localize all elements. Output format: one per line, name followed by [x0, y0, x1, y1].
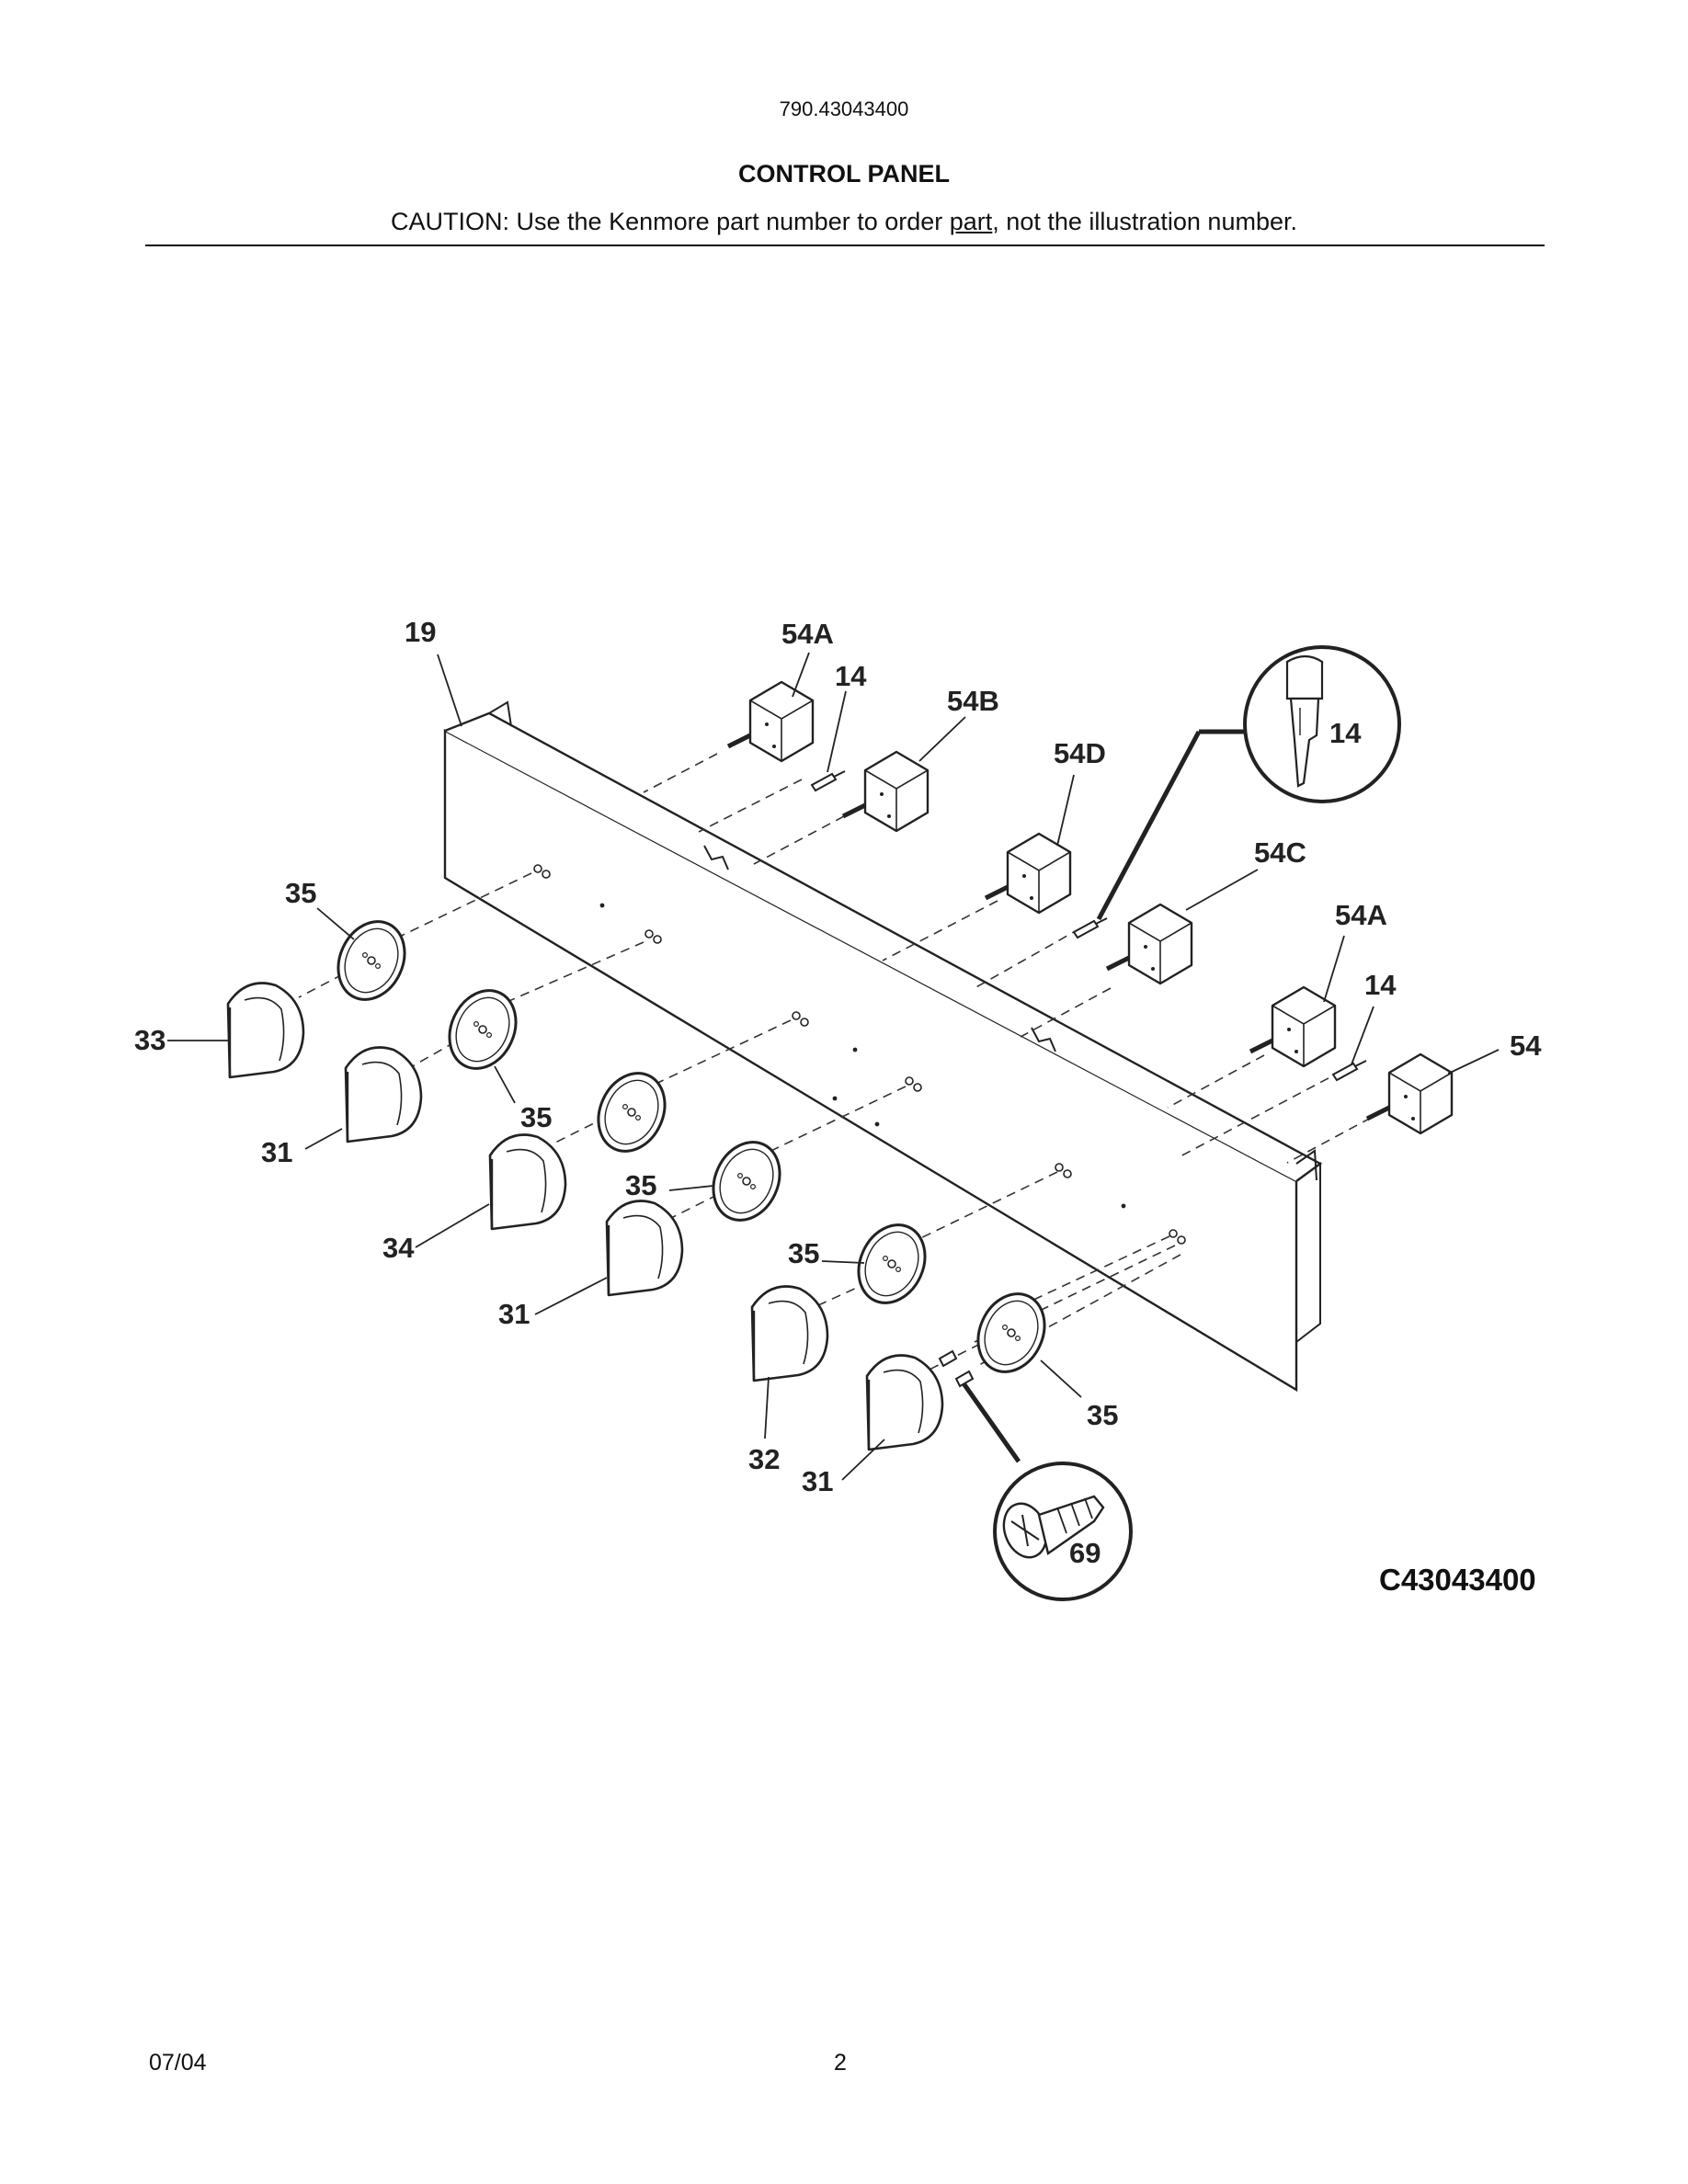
figure-code: C43043400	[1379, 1563, 1536, 1597]
bezel-35-a	[325, 909, 418, 1012]
bezel-35-c	[585, 1061, 679, 1164]
bezel-35-e	[845, 1212, 939, 1315]
caution-text-start: CAUTION: Use the Kenmore part number to …	[391, 208, 950, 235]
callout-32: 32	[748, 1443, 780, 1475]
callout-54b: 54B	[947, 685, 999, 717]
bezel-35-f	[964, 1281, 1058, 1384]
caution-text-end: , not the illustration number.	[992, 208, 1297, 235]
callout-35-c: 35	[625, 1169, 656, 1201]
header-divider	[145, 245, 1545, 246]
caution-underlined-word: part	[949, 208, 993, 235]
bezel-35-b	[436, 978, 530, 1081]
callout-31-a: 31	[261, 1136, 292, 1168]
page-number: 2	[834, 2050, 847, 2076]
callout-54a-right: 54A	[1335, 899, 1387, 931]
callout-35-e: 35	[1087, 1399, 1118, 1431]
inset-igniter-14	[1096, 645, 1401, 921]
bezel-35-d	[700, 1130, 793, 1233]
callout-31-c: 31	[802, 1465, 833, 1497]
knob-31-a	[344, 1046, 423, 1143]
model-number: 790.43043400	[779, 97, 909, 120]
callout-labels: 19 54A 14 54B 54D 14 54C 54A 14 54 35 33…	[134, 616, 1542, 1569]
switch-54a-top	[728, 682, 813, 761]
switch-54a-right	[1250, 987, 1335, 1066]
callout-35-a: 35	[285, 877, 316, 909]
knob-33	[226, 982, 305, 1079]
page-title: CONTROL PANEL	[737, 160, 950, 188]
footer-date: 07/04	[149, 2050, 207, 2076]
knob-34	[488, 1133, 567, 1231]
callout-33: 33	[134, 1024, 165, 1056]
callout-14-inset: 14	[1329, 717, 1362, 749]
knob-32	[750, 1285, 829, 1382]
igniter-14-right	[1332, 1060, 1367, 1081]
callout-19: 19	[405, 616, 436, 648]
callout-54d: 54D	[1054, 737, 1106, 769]
callout-54: 54	[1510, 1029, 1542, 1062]
callout-34: 34	[382, 1232, 415, 1264]
caution-note: CAUTION: Use the Kenmore part number to …	[0, 208, 1688, 236]
control-panel-19	[443, 700, 1323, 1393]
callout-35-d: 35	[788, 1237, 819, 1269]
igniter-14-top	[811, 770, 846, 791]
callout-14-right: 14	[1364, 969, 1397, 1001]
switch-54b	[843, 752, 928, 831]
igniter-14-mid	[1073, 917, 1108, 938]
callout-69: 69	[1069, 1537, 1101, 1569]
callout-35-b: 35	[520, 1101, 552, 1133]
switch-54	[1367, 1054, 1452, 1133]
switch-54c	[1107, 904, 1192, 984]
knob-31-b	[605, 1200, 684, 1297]
callout-54a-top: 54A	[781, 618, 834, 650]
callout-54c: 54C	[1254, 836, 1306, 869]
inset-screw-69	[961, 1382, 1133, 1601]
callout-14-top: 14	[835, 660, 867, 692]
screws	[938, 1349, 975, 1388]
callout-31-b: 31	[498, 1298, 530, 1330]
knob-31-c	[865, 1354, 944, 1451]
leader-lines	[167, 652, 1500, 1481]
